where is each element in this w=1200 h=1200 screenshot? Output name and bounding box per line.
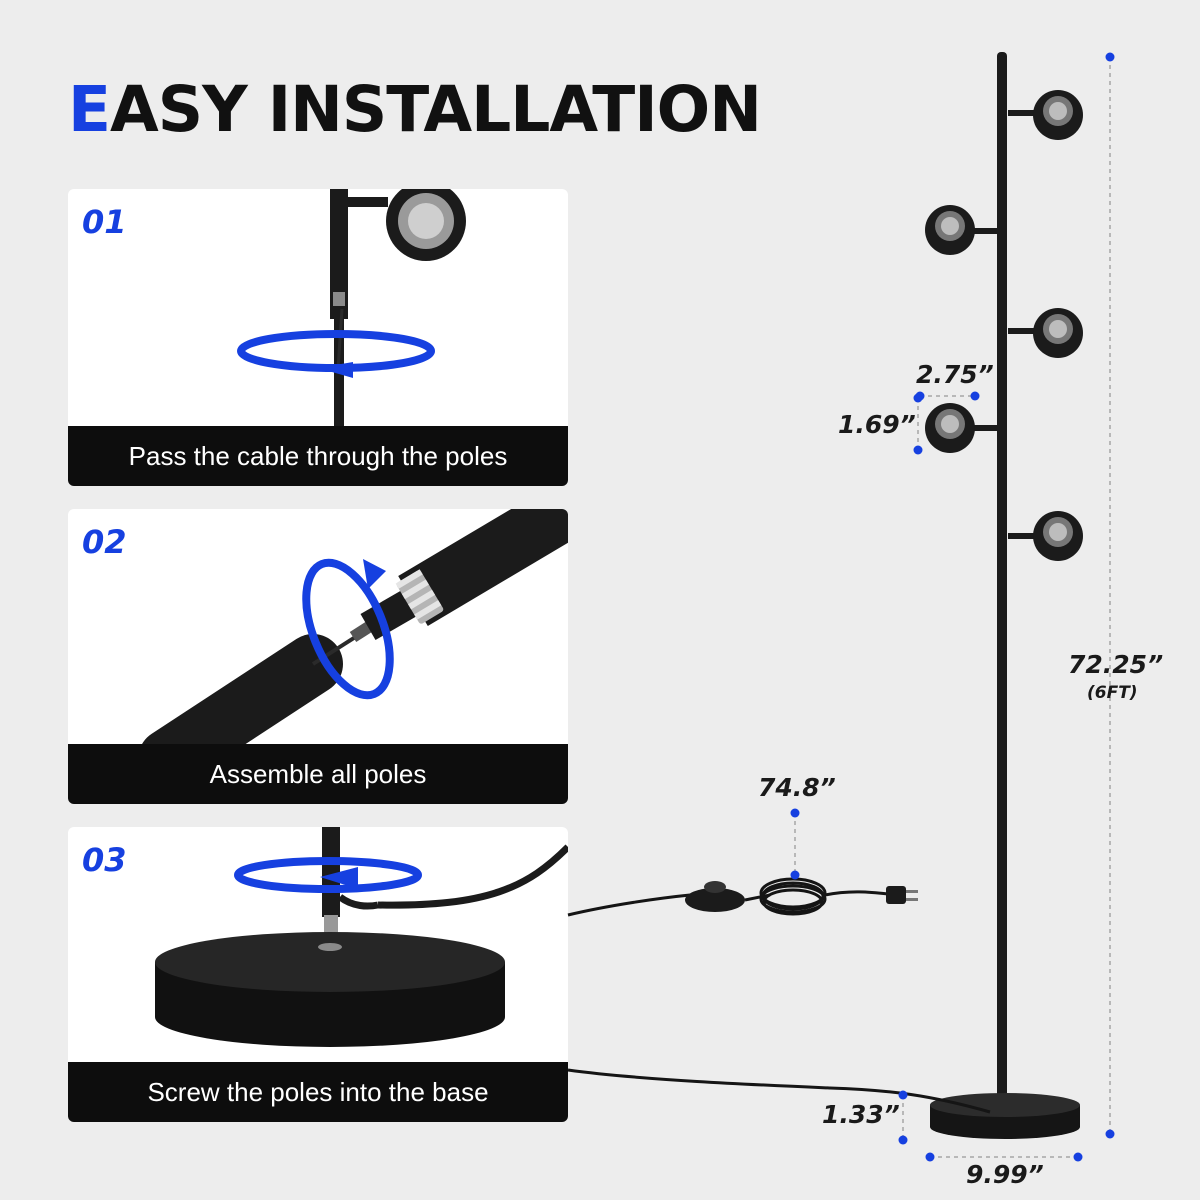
dim-height-sub-label: (6FT) xyxy=(1087,683,1138,703)
dim-head-width-label: 2.75” xyxy=(916,360,994,389)
step-number: 03 xyxy=(82,841,127,879)
lamp-head xyxy=(925,403,998,453)
step-card-1: 01 Pass the cable through the poles xyxy=(68,189,568,486)
foot-switch xyxy=(685,881,745,912)
coiled-cord xyxy=(759,877,827,916)
title-rest: ASY INSTALLATION xyxy=(110,73,762,146)
lamp-base xyxy=(930,1093,1080,1139)
power-plug xyxy=(886,886,918,904)
dim-height-label: 72.25” xyxy=(1068,650,1164,679)
step-2-illustration xyxy=(138,509,568,789)
step-number: 01 xyxy=(82,203,127,241)
dim-cord-length-label: 74.8” xyxy=(758,773,836,802)
page-title: EASY INSTALLATION xyxy=(68,70,762,150)
lamp-pole xyxy=(997,52,1007,1127)
step-caption: Pass the cable through the poles xyxy=(68,426,568,486)
lamp-head xyxy=(1008,511,1083,561)
step-card-2: 02 Assemble all poles xyxy=(68,509,568,804)
step-3-illustration xyxy=(155,827,568,1047)
lamp-head xyxy=(1008,90,1083,140)
lamp-head xyxy=(1008,308,1083,358)
step-1-illustration xyxy=(237,189,466,426)
step-card-3: 03 Screw the poles into the base xyxy=(68,827,568,1122)
step-number: 02 xyxy=(82,523,127,561)
power-cable xyxy=(567,1068,991,1114)
lamp-head xyxy=(925,205,998,255)
dim-base-height-label: 1.33” xyxy=(822,1100,900,1129)
dim-head-height-label: 1.69” xyxy=(838,410,916,439)
title-first-letter: E xyxy=(68,73,111,146)
step-caption: Assemble all poles xyxy=(68,744,568,804)
dim-base-diameter-label: 9.99” xyxy=(966,1160,1044,1189)
power-cable-upper xyxy=(567,893,691,917)
step-caption: Screw the poles into the base xyxy=(68,1062,568,1122)
